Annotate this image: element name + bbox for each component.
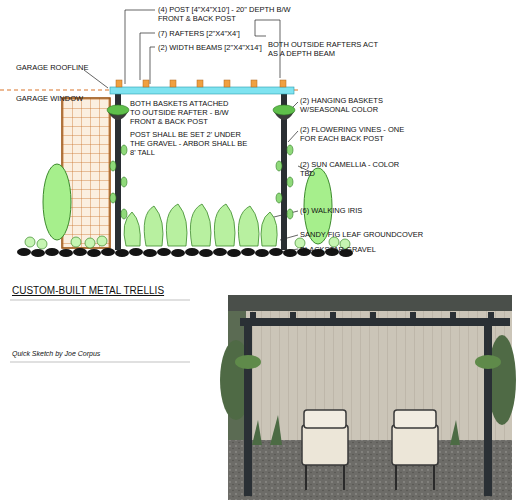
callout-note: (2) SUN CAMELLIA - COLOR TBD <box>300 160 400 178</box>
callout-note: GARAGE ROOFLINE <box>16 63 89 72</box>
callout-note: BOTH OUTSIDE RAFTERS ACT AS A DEPTH BEAM <box>268 40 378 58</box>
callout-note: SANDY FIG LEAF GROUNDCOVER <box>300 230 423 239</box>
callout-note: BLACKSTAR GRAVEL <box>300 245 376 254</box>
callout-note: BOTH BASKETS ATTACHED TO OUTSIDE RAFTER … <box>130 99 240 126</box>
callout-note: (6) WALKING IRIS <box>300 206 362 215</box>
callout-note: (2) FLOWERING VINES - ONE FOR EACH BACK … <box>300 125 410 143</box>
callout-note: (2) WIDTH BEAMS [2"X4"X14'] <box>158 43 262 52</box>
sheet-title: CUSTOM-BUILT METAL TRELLIS <box>12 285 164 296</box>
photo <box>220 295 516 500</box>
callout-note: (2) HANGING BASKETS W/SEASONAL COLOR <box>300 96 410 114</box>
callout-note: GARAGE WINDOW <box>16 94 83 103</box>
callout-note: (7) RAFTERS [2"X4"X4'] <box>158 29 240 38</box>
callout-note: POST SHALL BE SET 2' UNDER THE GRAVEL - … <box>130 130 252 157</box>
author-note: Quick Sketch by Joe Corpus <box>12 350 100 358</box>
callout-note: (4) POST [4"X4"X10'] - 20" DEPTH B/W FRO… <box>158 5 308 23</box>
